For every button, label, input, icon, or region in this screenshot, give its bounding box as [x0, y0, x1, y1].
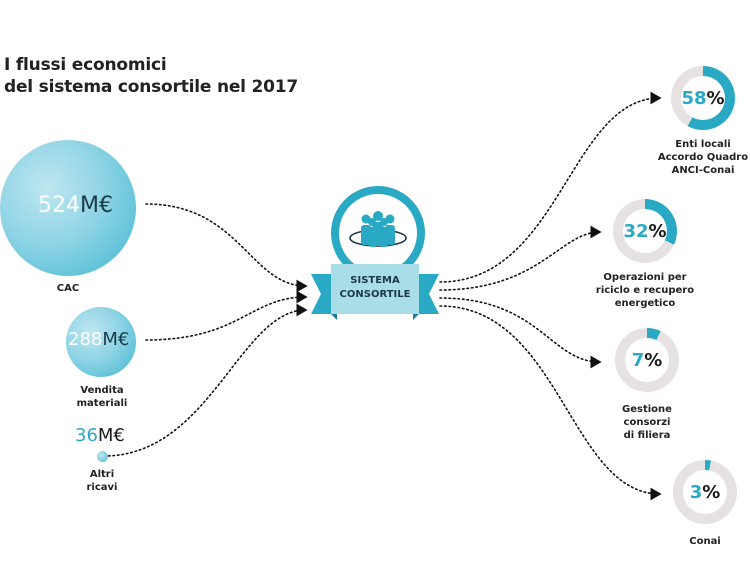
flow-cac [145, 203, 308, 293]
source-unit: M€ [80, 193, 113, 218]
donut-operazioni: 32% [613, 199, 677, 263]
flow-vendita [145, 290, 308, 341]
source-bubble-altri [97, 451, 108, 462]
source-unit: M€ [102, 329, 130, 350]
flow-enti [439, 91, 662, 283]
percent-value: 32% [623, 220, 667, 242]
source-amount-altri: 36M€ [75, 427, 125, 445]
label-line: CAC [56, 283, 80, 294]
hub-label-line-1: SISTEMA [350, 275, 400, 286]
percent-value: 58% [681, 87, 725, 109]
source-label-altri: Altri ricavi [72, 468, 132, 494]
people-group-icon [349, 211, 407, 247]
percent-value: 7% [631, 349, 663, 371]
hub-label-line-2: CONSORTILE [339, 289, 411, 300]
hub-label: SISTEMA CONSORTILE [331, 268, 419, 308]
dest-label-gestione: Gestione consorzi di filiera [622, 404, 672, 441]
label-line: materiali [76, 398, 128, 409]
flow-conai [439, 305, 662, 501]
source-unit: M€ [97, 425, 125, 446]
flow-gestione [439, 297, 602, 369]
donut-gestione: 7% [615, 328, 679, 392]
source-value: 288 [68, 329, 103, 350]
dest-label-conai: Conai [689, 536, 721, 547]
source-amount-cac: 524M€ [38, 195, 113, 217]
label-line: Altri [89, 469, 115, 480]
flow-operazioni [439, 225, 602, 291]
percent-value: 3% [689, 481, 721, 503]
source-label-cac: CAC [48, 282, 88, 295]
page-title: I flussi economici del sistema consortil… [4, 54, 298, 98]
title-line-1: I flussi economici [4, 55, 167, 75]
source-value: 36 [75, 425, 98, 446]
flow-altri [103, 303, 308, 457]
hub-banner [311, 264, 439, 320]
donut-enti-locali: 58% [671, 66, 735, 130]
source-value: 524 [38, 193, 80, 218]
source-amount-vendita: 288M€ [68, 331, 129, 349]
label-line: Vendita [80, 385, 124, 396]
source-label-vendita: Vendita materiali [66, 384, 138, 410]
dest-label-enti-locali: Enti locali Accordo Quadro ANCI-Conai [657, 139, 749, 176]
dest-label-operazioni: Operazioni per riciclo e recupero energe… [595, 272, 695, 309]
source-bubble-cac [0, 140, 136, 276]
donut-conai: 3% [673, 460, 737, 524]
source-bubble-vendita [66, 307, 136, 377]
label-line: ricavi [86, 482, 118, 493]
title-line-2: del sistema consortile nel 2017 [4, 77, 299, 97]
